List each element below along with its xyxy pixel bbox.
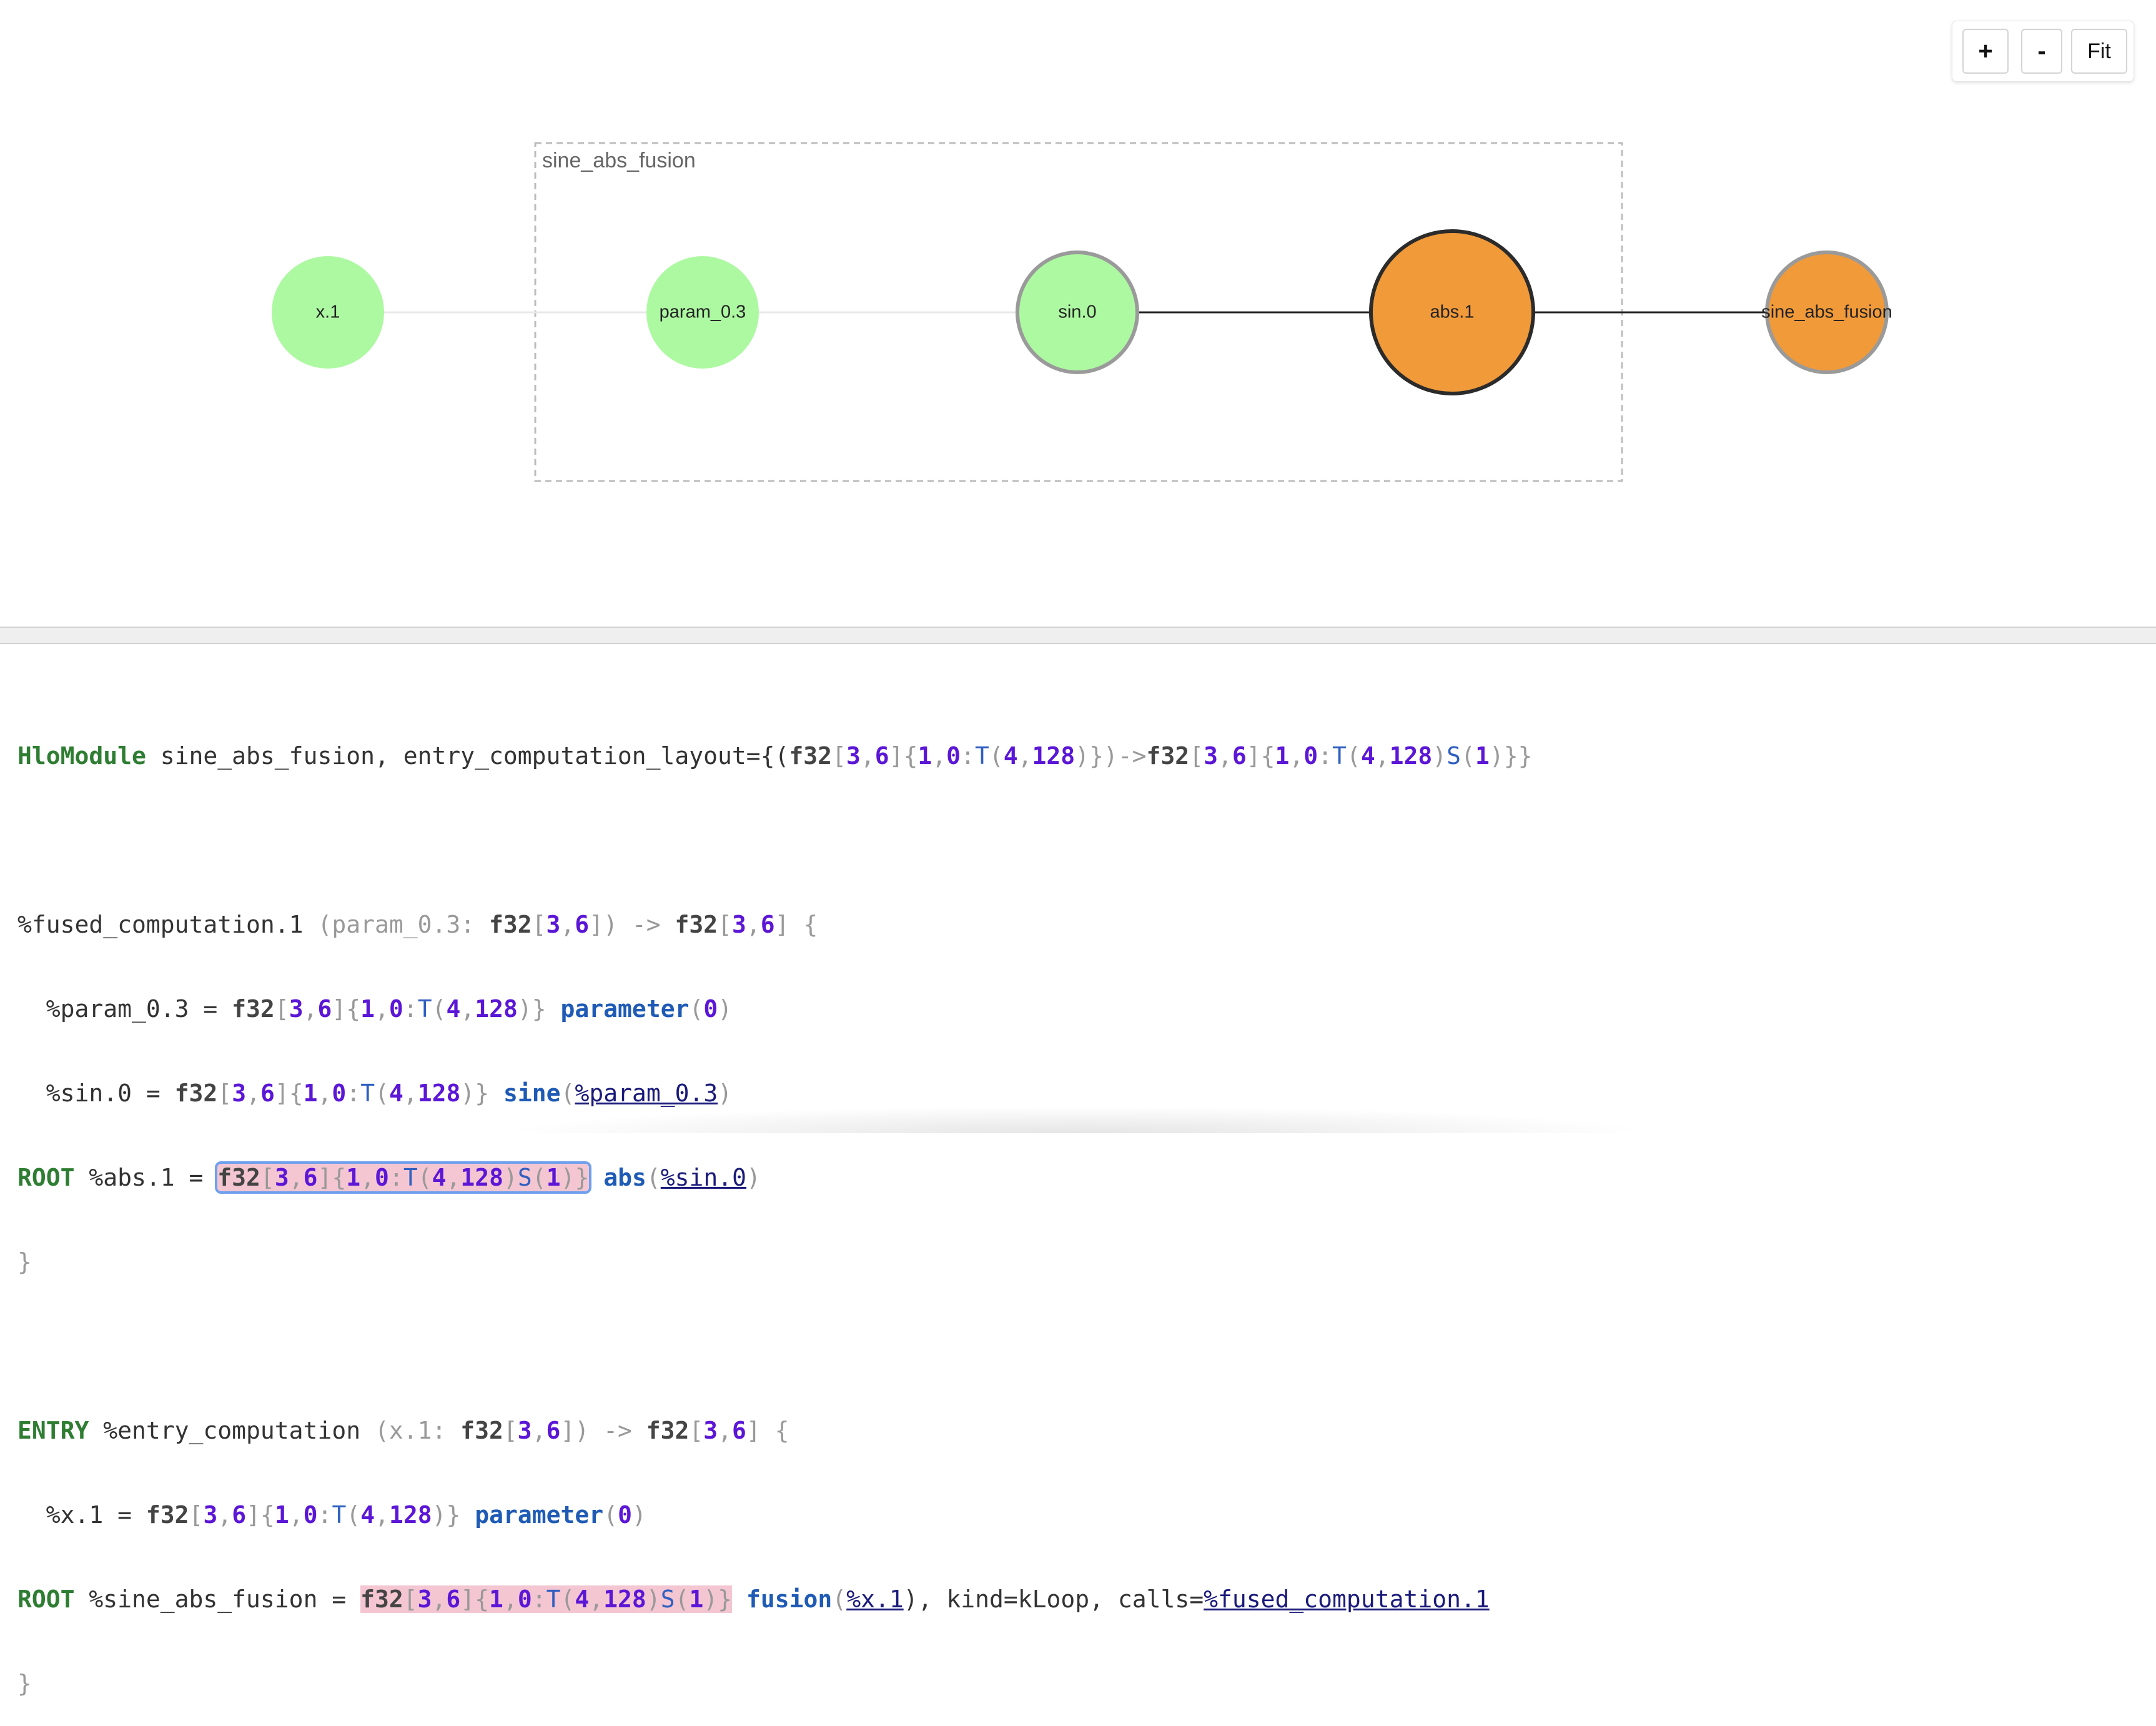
zoom-in-button[interactable]: + xyxy=(1962,29,2009,74)
graph-view[interactable]: sine_abs_fusion x.1 param_0.3 sin.0 abs.… xyxy=(0,0,2156,625)
x1-lhs: %x.1 = xyxy=(17,1501,146,1529)
calls-link[interactable]: %fused_computation.1 xyxy=(1204,1585,1490,1613)
node-label-fusion: sine_abs_fusion xyxy=(1761,302,1892,322)
entry-computation-name: %entry_computation xyxy=(89,1417,361,1444)
node-x1[interactable] xyxy=(272,256,384,369)
code-line-9: %x.1 = f32[3,6]{1,0:T(4,128)} parameter(… xyxy=(17,1501,646,1529)
fusion-op: fusion xyxy=(746,1585,833,1613)
code-line-5: %sin.0 = f32[3,6]{1,0:T(4,128)} sine(%pa… xyxy=(17,1079,733,1107)
abs-op: abs xyxy=(603,1164,646,1191)
code-blank xyxy=(17,826,1532,855)
root-keyword: ROOT xyxy=(17,1164,75,1191)
code-line-10: ROOT %sine_abs_fusion = f32[3,6]{1,0:T(4… xyxy=(17,1585,1490,1613)
code-line-11: } xyxy=(17,1670,32,1697)
code-line-8: ENTRY %entry_computation (x.1: f32[3,6])… xyxy=(17,1417,789,1444)
x1-operand-link[interactable]: %x.1 xyxy=(846,1585,904,1613)
fit-button[interactable]: Fit xyxy=(2071,29,2127,74)
code-line-3: %fused_computation.1 (param_0.3: f32[3,6… xyxy=(17,911,818,938)
node-label-x1: x.1 xyxy=(315,302,340,322)
param-operand-link[interactable]: %param_0.3 xyxy=(575,1079,718,1107)
entry-sig: (x.1: xyxy=(360,1417,461,1444)
node-sin0[interactable] xyxy=(1016,250,1139,374)
code-blank xyxy=(17,1332,1532,1361)
zoom-controls: + - Fit xyxy=(1952,21,2134,82)
node-label-sin0: sin.0 xyxy=(1058,302,1097,322)
parameter-op: parameter xyxy=(475,1501,604,1529)
module-header: sine_abs_fusion, entry_computation_layou… xyxy=(146,742,789,770)
zoom-out-button[interactable]: - xyxy=(2021,29,2062,74)
node-label-param03: param_0.3 xyxy=(659,302,746,322)
node-abs1[interactable] xyxy=(1369,229,1535,395)
sin-operand-link[interactable]: %sin.0 xyxy=(660,1164,747,1191)
bottom-shadow xyxy=(500,1106,1655,1133)
graph-canvas xyxy=(272,142,1889,482)
cluster-label: sine_abs_fusion xyxy=(542,149,696,172)
fusion-shape-highlight[interactable]: f32[3,6]{1,0:T(4,128)S(1)} xyxy=(360,1585,733,1613)
parameter-op: parameter xyxy=(560,995,690,1023)
root-keyword: ROOT xyxy=(17,1585,75,1613)
fusion-kind: ), kind=kLoop, calls= xyxy=(903,1585,1204,1613)
sin-lhs: %sin.0 = xyxy=(17,1079,175,1107)
fused-sig: (param_0.3: xyxy=(303,911,489,938)
code-line-1: HloModule sine_abs_fusion, entry_computa… xyxy=(17,742,1533,770)
panel-splitter[interactable] xyxy=(0,627,2156,644)
fused-computation-name: %fused_computation.1 xyxy=(17,911,304,938)
hlo-code-view: HloModule sine_abs_fusion, entry_computa… xyxy=(17,686,1532,1726)
abs-lhs: %abs.1 = xyxy=(74,1164,218,1191)
hlomodule-keyword: HloModule xyxy=(17,742,146,770)
code-line-6: ROOT %abs.1 = f32[3,6]{1,0:T(4,128)S(1)}… xyxy=(17,1161,761,1194)
param-lhs: %param_0.3 = xyxy=(17,995,232,1023)
node-param03[interactable] xyxy=(646,256,759,369)
node-label-abs1: abs.1 xyxy=(1430,302,1475,322)
fusion-lhs: %sine_abs_fusion = xyxy=(74,1585,361,1613)
node-fusion[interactable] xyxy=(1765,250,1889,374)
entry-keyword: ENTRY xyxy=(17,1417,89,1444)
abs-shape-selected[interactable]: f32[3,6]{1,0:T(4,128)S(1)} xyxy=(215,1161,592,1194)
code-line-7: } xyxy=(17,1248,32,1276)
sine-op: sine xyxy=(503,1079,561,1107)
code-line-4: %param_0.3 = f32[3,6]{1,0:T(4,128)} para… xyxy=(17,995,733,1023)
